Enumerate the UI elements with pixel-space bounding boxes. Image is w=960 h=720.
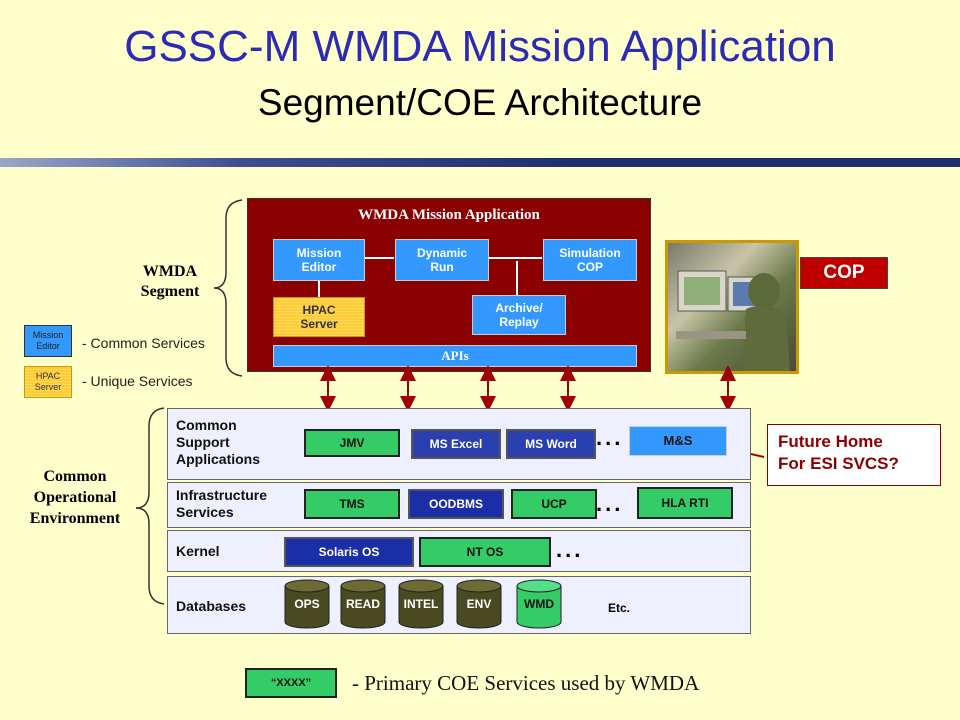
ucp-box: UCP bbox=[511, 489, 597, 519]
page-title: GSSC-M WMDA Mission Application bbox=[124, 22, 836, 71]
tms-box: TMS bbox=[304, 489, 400, 519]
infra-ellipsis: ... bbox=[596, 491, 624, 516]
oodbms-box: OODBMS bbox=[408, 489, 504, 519]
databases-label: Databases bbox=[176, 598, 247, 614]
jmv-box: JMV bbox=[304, 429, 400, 457]
title-divider bbox=[0, 158, 960, 167]
coe-brace bbox=[135, 407, 165, 605]
primary-services-label: - Primary COE Services used by WMDA bbox=[352, 671, 700, 695]
app-title: WMDA Mission Application bbox=[358, 207, 540, 223]
database-intel: INTEL bbox=[398, 579, 444, 629]
kernel-layer: Kernel Solaris OS NT OS ... bbox=[167, 530, 751, 572]
apis-bar: APIs bbox=[273, 345, 637, 367]
primary-services-swatch: “XXXX” bbox=[245, 668, 337, 698]
cop-label: COP bbox=[800, 257, 888, 289]
photo-illustration bbox=[676, 270, 790, 371]
wmda-segment-brace bbox=[213, 199, 243, 377]
connector bbox=[364, 257, 394, 259]
archive-replay-box: Archive/Replay bbox=[472, 295, 566, 335]
ms-excel-box: MS Excel bbox=[411, 429, 501, 459]
database-wmd: WMD bbox=[516, 579, 562, 629]
cop-workstation-photo bbox=[665, 240, 799, 374]
connector bbox=[318, 277, 320, 297]
databases-layer: Databases OPS READ INTEL ENV WMD Etc. bbox=[167, 576, 751, 634]
connector bbox=[516, 261, 518, 295]
database-ops: OPS bbox=[284, 579, 330, 629]
page-subtitle: Segment/COE Architecture bbox=[257, 82, 703, 123]
database-read: READ bbox=[340, 579, 386, 629]
connector bbox=[488, 257, 542, 259]
legend-common-label: - Common Services bbox=[82, 335, 205, 351]
ms-word-box: MS Word bbox=[506, 429, 596, 459]
hla-rti-box: HLA RTI bbox=[637, 487, 733, 519]
database-env: ENV bbox=[456, 579, 502, 629]
csa-ellipsis: ... bbox=[596, 425, 624, 450]
solaris-os-box: Solaris OS bbox=[284, 537, 414, 567]
ms-box: M&S bbox=[629, 426, 727, 456]
legend-unique-label: - Unique Services bbox=[82, 373, 193, 389]
kernel-ellipsis: ... bbox=[556, 537, 584, 562]
kernel-label: Kernel bbox=[176, 543, 220, 559]
databases-etc: Etc. bbox=[608, 601, 631, 615]
nt-os-box: NT OS bbox=[419, 537, 551, 567]
